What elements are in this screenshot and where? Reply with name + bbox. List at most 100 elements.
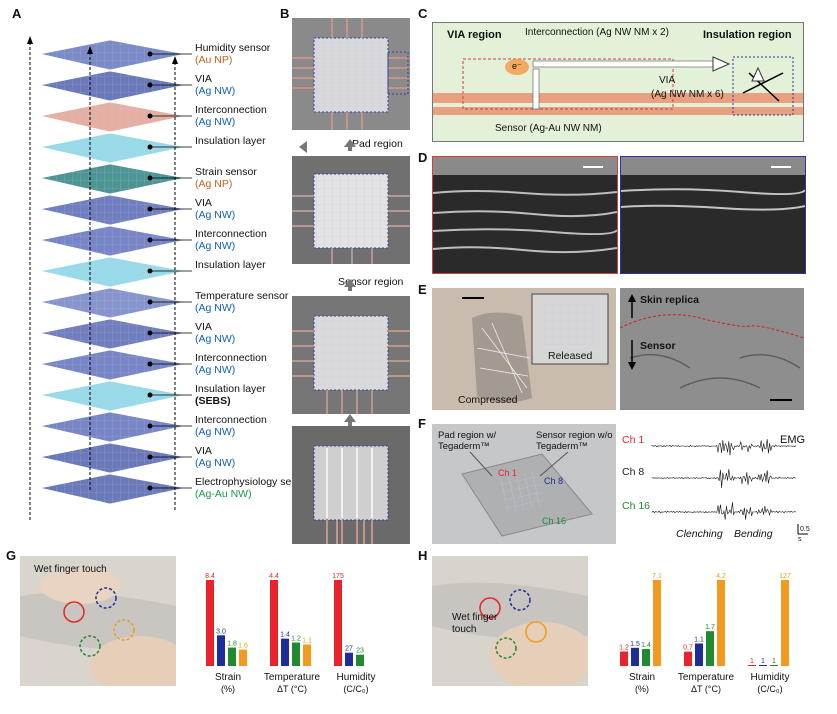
panel-label-h: H xyxy=(418,548,427,563)
layer-name: Interconnection xyxy=(195,104,267,116)
layer-name: Insulation layer xyxy=(195,383,266,395)
layer-material: (Ag NP) xyxy=(195,178,257,190)
emg-trace xyxy=(652,439,796,455)
arrow-up-icon xyxy=(343,413,357,427)
fabrication-step-1-photo xyxy=(292,18,410,130)
emg-signal-plot: Ch 1 Ch 8 Ch 16 EMG Clenching Bending 0.… xyxy=(622,424,822,544)
electron-label: e⁻ xyxy=(512,61,522,72)
layer-material: (Ag NW) xyxy=(195,240,267,252)
bar xyxy=(281,639,289,666)
bar-value-label: 0.7 xyxy=(683,645,693,652)
bar xyxy=(695,643,703,666)
fabrication-step-4-photo xyxy=(292,426,410,544)
bar-value-label: 1.4 xyxy=(641,642,651,649)
released-label: Released xyxy=(548,350,592,362)
bar-value-label: 1 xyxy=(750,658,754,665)
group-unit-label: (C/C₀) xyxy=(343,684,368,694)
wet-finger-photo-g: Wet finger touch xyxy=(20,556,176,686)
layer-label: Interconnection(Ag NW) xyxy=(195,228,267,252)
emg-trace xyxy=(652,502,796,519)
compressed-label: Compressed xyxy=(458,394,518,406)
interconnection-label: Interconnection (Ag NW NM x 2) xyxy=(525,27,669,38)
sensor-label: Sensor xyxy=(640,340,676,352)
group-label: Temperature xyxy=(678,672,735,683)
layer-name: VIA xyxy=(195,197,235,209)
group-unit-label: ΔT (°C) xyxy=(691,684,721,694)
bar xyxy=(781,580,789,666)
bar-value-label: 4.4 xyxy=(269,573,279,580)
skin-replica-label: Skin replica xyxy=(640,294,699,306)
layer-material: (Ag NW) xyxy=(195,85,235,97)
group-label: Humidity xyxy=(751,672,790,683)
wet-finger-touch-label-g: Wet finger touch xyxy=(34,564,107,575)
bar xyxy=(239,650,247,666)
sensor-region-tegaderm-label: Sensor region w/o Tegaderm™ xyxy=(536,430,616,452)
layer-name: Humidity sensor xyxy=(195,42,270,54)
panel-label-e: E xyxy=(418,282,427,297)
bar xyxy=(653,580,661,666)
ch16-label: Ch 16 xyxy=(542,516,566,526)
group-label: Strain xyxy=(629,672,655,683)
emg-ch8-label: Ch 8 xyxy=(622,466,644,478)
bar xyxy=(706,631,714,666)
scale-voltage-label: 0.5 xyxy=(800,526,810,533)
layer-label: VIA(Ag NW) xyxy=(195,321,235,345)
arrow-up-icon xyxy=(299,141,307,153)
layer-label: VIA(Ag NW) xyxy=(195,445,235,469)
layer-name: VIA xyxy=(195,321,235,333)
bar-value-label: 1.4 xyxy=(280,632,290,639)
bar-chart-g: 8.43.01.81.6Strain(%)4.41.41.21.1Tempera… xyxy=(196,556,406,706)
bar-value-label: 1.1 xyxy=(302,638,312,645)
layer-material: (Ag NW) xyxy=(195,333,235,345)
bar xyxy=(748,665,756,666)
group-unit-label: (%) xyxy=(221,684,235,694)
panel-label-d: D xyxy=(418,150,427,165)
bar xyxy=(228,648,236,666)
sensor-layer-label: Sensor (Ag-Au NW NM) xyxy=(495,123,602,134)
emg-label: EMG xyxy=(780,434,805,446)
bar-value-label: 7.1 xyxy=(652,573,662,580)
via-cross-section-diagram: VIA region Insulation region Interconnec… xyxy=(432,22,804,142)
group-unit-label: (%) xyxy=(635,684,649,694)
skin-replica-sem: Skin replica Sensor xyxy=(620,288,804,410)
layer-name: Interconnection xyxy=(195,228,267,240)
bar-value-label: 27 xyxy=(345,646,353,653)
layer-label: VIA(Ag NW) xyxy=(195,197,235,221)
layer-stack-diagram xyxy=(0,20,200,540)
layer-label: Humidity sensor(Au NP) xyxy=(195,42,270,66)
wet-finger-touch-label-h: Wet finger touch xyxy=(452,612,500,636)
clenching-label: Clenching xyxy=(676,528,723,540)
layer-material: (Ag NW) xyxy=(195,364,267,376)
bar xyxy=(270,580,278,666)
group-unit-label: (C/C₀) xyxy=(757,684,782,694)
bar-chart-h: 1.21.51.47.1Strain(%)0.71.11.74.2Tempera… xyxy=(610,556,820,706)
scale-time-label: s xyxy=(798,536,802,543)
layer-label: Temperature sensor(Ag NW) xyxy=(195,290,288,314)
fabrication-step-2-photo xyxy=(292,156,410,264)
bar xyxy=(217,635,225,666)
bar-value-label: 1.2 xyxy=(291,636,301,643)
layer-name: VIA xyxy=(195,73,235,85)
layer-label: Strain sensor(Ag NP) xyxy=(195,166,257,190)
bar-value-label: 175 xyxy=(332,573,344,580)
wet-finger-photo-h: Wet finger touch xyxy=(432,556,588,686)
layer-material: (Ag NW) xyxy=(195,116,267,128)
layer-name: Insulation layer xyxy=(195,259,266,271)
emg-ch1-label: Ch 1 xyxy=(622,434,644,446)
bar-value-label: 1.1 xyxy=(694,636,704,643)
sem-image-via xyxy=(432,156,618,274)
bar xyxy=(356,655,364,666)
bar-value-label: 1 xyxy=(761,658,765,665)
bar xyxy=(345,653,353,666)
bar xyxy=(620,651,628,666)
bending-label: Bending xyxy=(734,528,773,540)
bar xyxy=(292,643,300,666)
layer-name: VIA xyxy=(195,445,235,457)
bar xyxy=(770,665,778,666)
layer-material: (SEBS) xyxy=(195,395,266,407)
emg-trace xyxy=(652,469,796,488)
bar-value-label: 3.0 xyxy=(216,628,226,635)
bar xyxy=(631,648,639,666)
bar xyxy=(303,645,311,667)
layer-material: (Au NP) xyxy=(195,54,270,66)
